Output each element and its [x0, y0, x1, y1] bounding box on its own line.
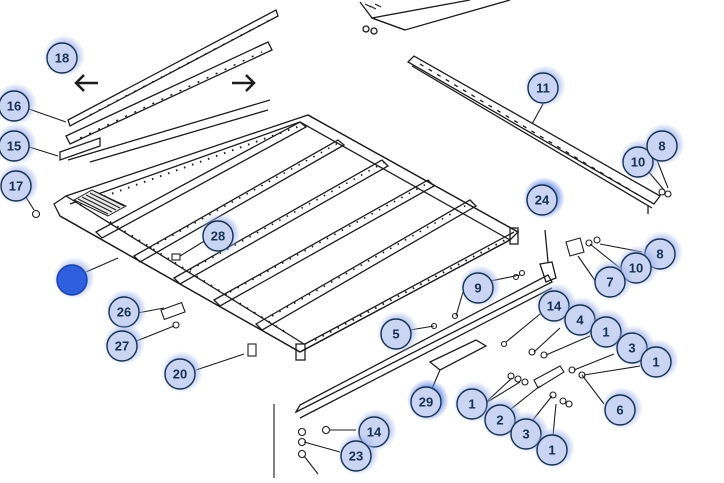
callout-11[interactable]: 11: [524, 65, 566, 107]
callout-23[interactable]: 23: [337, 433, 379, 475]
callout-10a[interactable]: 10: [619, 139, 661, 181]
line-art: [23, 0, 672, 478]
callout-ring: [536, 434, 568, 466]
callout-ring: [622, 146, 654, 178]
callout-label: 19: [65, 273, 79, 288]
callout-label: 26: [117, 305, 131, 320]
callout-ring: [340, 440, 372, 472]
main-frame: [53, 114, 520, 361]
callout-label: 1: [468, 397, 475, 412]
callout-label: 2: [496, 413, 503, 428]
callout-ring: [640, 346, 672, 378]
callout-label: 1: [548, 443, 555, 458]
callout-label: 3: [522, 427, 529, 442]
callout-label: 20: [173, 367, 187, 382]
callout-label: 28: [211, 229, 225, 244]
callout-label: 8: [656, 247, 663, 262]
callout-ring: [594, 266, 626, 298]
callout-ring: [164, 358, 196, 390]
callout-label: 7: [606, 275, 613, 290]
side-rails: [59, 9, 279, 163]
callout-ring: [46, 42, 78, 74]
mesh-patch: [72, 189, 128, 217]
callout-29[interactable]: 29: [407, 379, 449, 421]
callout-1b[interactable]: 1: [637, 339, 679, 381]
callout-7[interactable]: 7: [591, 259, 633, 301]
arrow-left-icon[interactable]: [70, 70, 104, 96]
callout-label: 18: [55, 51, 69, 66]
callout-ring: [202, 220, 234, 252]
callout-ring: [410, 386, 442, 418]
callout-24[interactable]: 24: [523, 177, 565, 219]
callout-20[interactable]: 20: [161, 351, 203, 393]
callout-9[interactable]: 9: [459, 265, 501, 307]
callout-label: 3: [628, 341, 635, 356]
callout-5[interactable]: 5: [377, 311, 419, 353]
callout-label: 6: [616, 403, 623, 418]
callout-label: 10: [629, 261, 643, 276]
callout-label: 14: [367, 425, 382, 440]
callout-ring: [527, 72, 559, 104]
callout-ring: [106, 330, 138, 362]
long-bar-part: [406, 55, 661, 214]
callout-ring: [646, 130, 678, 162]
callout-label: 14: [547, 299, 562, 314]
callout-26[interactable]: 26: [105, 289, 147, 331]
callout-ring: [526, 184, 558, 216]
callout-ring: [462, 272, 494, 304]
callout-ring: [56, 264, 88, 296]
top-plate-part: [359, 0, 511, 35]
callout-ring: [0, 130, 30, 162]
callout-label: 23: [349, 449, 363, 464]
callout-19[interactable]: 19: [53, 257, 95, 299]
callout-label: 1: [652, 355, 659, 370]
arrow-right-icon[interactable]: [228, 70, 262, 96]
callout-layer: 1816151719262720281110824810791441531629…: [0, 35, 685, 475]
callout-label: 29: [419, 395, 433, 410]
callout-label: 15: [7, 139, 21, 154]
callout-1d[interactable]: 1: [533, 427, 575, 469]
callout-label: 8: [658, 139, 665, 154]
callout-ring: [604, 394, 636, 426]
callout-17[interactable]: 17: [0, 163, 39, 205]
callout-label: 16: [7, 99, 21, 114]
hardware-parts: [31, 188, 672, 478]
callout-label: 27: [115, 339, 129, 354]
callout-18[interactable]: 18: [43, 35, 85, 77]
leader-lines: [23, 103, 669, 475]
callout-label: 17: [9, 179, 23, 194]
callout-6[interactable]: 6: [601, 387, 643, 429]
callout-ring: [380, 318, 412, 350]
callout-27[interactable]: 27: [103, 323, 145, 365]
callout-label: 10: [631, 155, 645, 170]
callout-28[interactable]: 28: [199, 213, 241, 255]
lower-brace-part: [294, 229, 557, 419]
callout-label: 24: [535, 193, 550, 208]
callout-label: 5: [392, 327, 399, 342]
callout-label: 9: [474, 281, 481, 296]
callout-ring: [0, 90, 30, 122]
callout-16[interactable]: 16: [0, 83, 37, 125]
callout-8a[interactable]: 8: [643, 123, 685, 165]
callout-label: 11: [536, 81, 550, 96]
callout-label: 4: [576, 313, 584, 328]
callout-ring: [0, 170, 32, 202]
callout-15[interactable]: 15: [0, 123, 37, 165]
callout-label: 1: [602, 325, 609, 340]
